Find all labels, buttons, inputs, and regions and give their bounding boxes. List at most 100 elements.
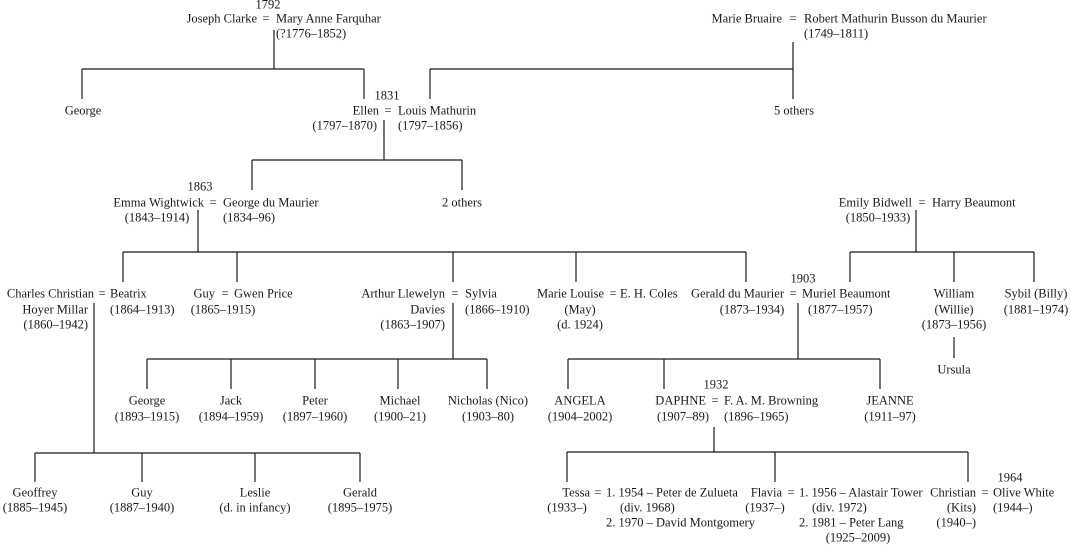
person-name: ANGELA [554,393,606,408]
person-name: Christian [930,485,976,500]
person-name: Beatrix [110,286,147,301]
person-name: JEANNE [866,393,914,408]
marriage-sign: = [918,195,926,210]
person-dates: (1873–1934) [719,302,785,317]
person-name: Leslie [239,485,271,500]
person-name: F. A. M. Browning [724,393,819,408]
person-name: Olive White [993,485,1055,500]
person-dates: (1940–) [936,515,976,530]
person-dates: (1911–97) [864,409,916,424]
person-dates: (div. 1968) [620,500,675,515]
person-dates: (1863–1907) [380,317,445,332]
person-dates: (1881–1974) [1003,302,1069,317]
marriage-sign: = [221,286,229,301]
line-du-maurier-family [429,42,794,99]
person-dates: (?1776–1852) [276,26,347,41]
person-name: Flavia [750,485,782,500]
person-dates: (1834–96) [223,210,276,225]
person-name: George [128,393,166,408]
person-name: Guy [193,286,215,301]
marriage-sign: = [262,11,270,26]
person-dates: (1797–1870) [312,118,377,133]
person-name: Guy [131,485,153,500]
person-name: Marie Bruaire [711,11,782,26]
person-name: (May) [564,302,596,317]
person-dates: (1937–) [745,500,785,515]
person-name: Sybil (Billy) [1004,286,1068,301]
person-dates: (d. 1924) [557,317,603,332]
person-name: Gerald du Maurier [690,286,784,301]
person-dates: (1907–89) [656,409,710,424]
person-dates: (1894–1959) [198,409,264,424]
marriage-sign: = [789,286,797,301]
spouse-entry: 2. 1970 – David Montgomery [606,515,755,530]
line-gerald-family [567,303,881,389]
person-name: Charles Christian [6,286,94,301]
person-dates: (1873–1956) [921,317,987,332]
person-dates: (1893–1915) [114,409,180,424]
marriage-sign: = [451,286,459,301]
person-dates: (div. 1972) [812,500,867,515]
person-dates: (1866–1910) [465,302,530,317]
marriage-sign: = [384,103,392,118]
person-name: Emily Bidwell [838,195,912,210]
person-name: Jack [219,393,243,408]
marriage-sign: = [789,11,797,26]
person-dates: (1865–1915) [190,302,256,317]
person-name: Sylvia [465,286,497,301]
spouse-entry: 1. 1956 – Alastair Tower [799,485,923,500]
person-dates: (1933–) [547,500,587,515]
marriage-sign: = [787,485,795,500]
line-beaumont-family [849,210,1035,282]
person-dates: (1944–) [993,500,1033,515]
line-davies-family [146,303,488,389]
person-name: Nicholas (Nico) [447,393,529,408]
spouse-entry: 1. 1954 – Peter de Zulueta [606,485,738,500]
line-millar-family [34,303,361,482]
line-ellen-family [251,120,463,190]
person-dates: (1904–2002) [547,409,613,424]
person-dates: (1843–1914) [124,210,190,225]
marriage-sign: = [609,286,617,301]
person-name: Arthur Llewelyn [361,286,445,301]
person-name: Ellen [352,103,379,118]
line-george-family [122,210,747,282]
marriage-year: 1903 [790,271,816,286]
person-name: George [64,103,102,118]
person-name: Geoffrey [12,485,58,500]
person-dates: (1885–1945) [2,500,68,515]
person-dates: (d. in infancy) [219,500,291,515]
person-dates: (1749–1811) [804,26,869,41]
marriage-year: 1863 [187,179,213,194]
person-name: 2 others [442,195,482,210]
person-name: (Kits) [946,500,976,515]
line-daphne-family [566,427,969,482]
person-dates: (1900–21) [373,409,427,424]
marriage-sign: = [98,286,106,301]
person-name: Marie Louise [537,286,604,301]
person-name: Louis Mathurin [398,103,477,118]
marriage-year: 1792 [255,0,281,12]
person-name: Mary Anne Farquhar [276,11,381,26]
person-dates: (1860–1942) [23,317,88,332]
marriage-sign: = [711,393,719,408]
person-name: Peter [302,393,328,408]
marriage-year: 1932 [703,377,729,392]
person-name: Muriel Beaumont [802,286,891,301]
person-dates: (1850–1933) [845,210,911,225]
person-name: Hoyer Millar [22,302,88,317]
person-name: William [933,286,975,301]
person-name: Emma Wightwick [113,195,204,210]
person-name: George du Maurier [223,195,319,210]
marriage-sign: = [209,195,217,210]
person-name: Michael [379,393,421,408]
person-name: Ursula [937,362,971,377]
spouse-entry: 2. 1981 – Peter Lang [799,515,904,530]
person-dates: (1897–1960) [282,409,348,424]
person-name: Robert Mathurin Busson du Maurier [804,11,987,26]
person-name: Gwen Price [234,286,293,301]
person-dates: (1895–1975) [327,500,393,515]
person-name: (Willie) [934,302,974,317]
